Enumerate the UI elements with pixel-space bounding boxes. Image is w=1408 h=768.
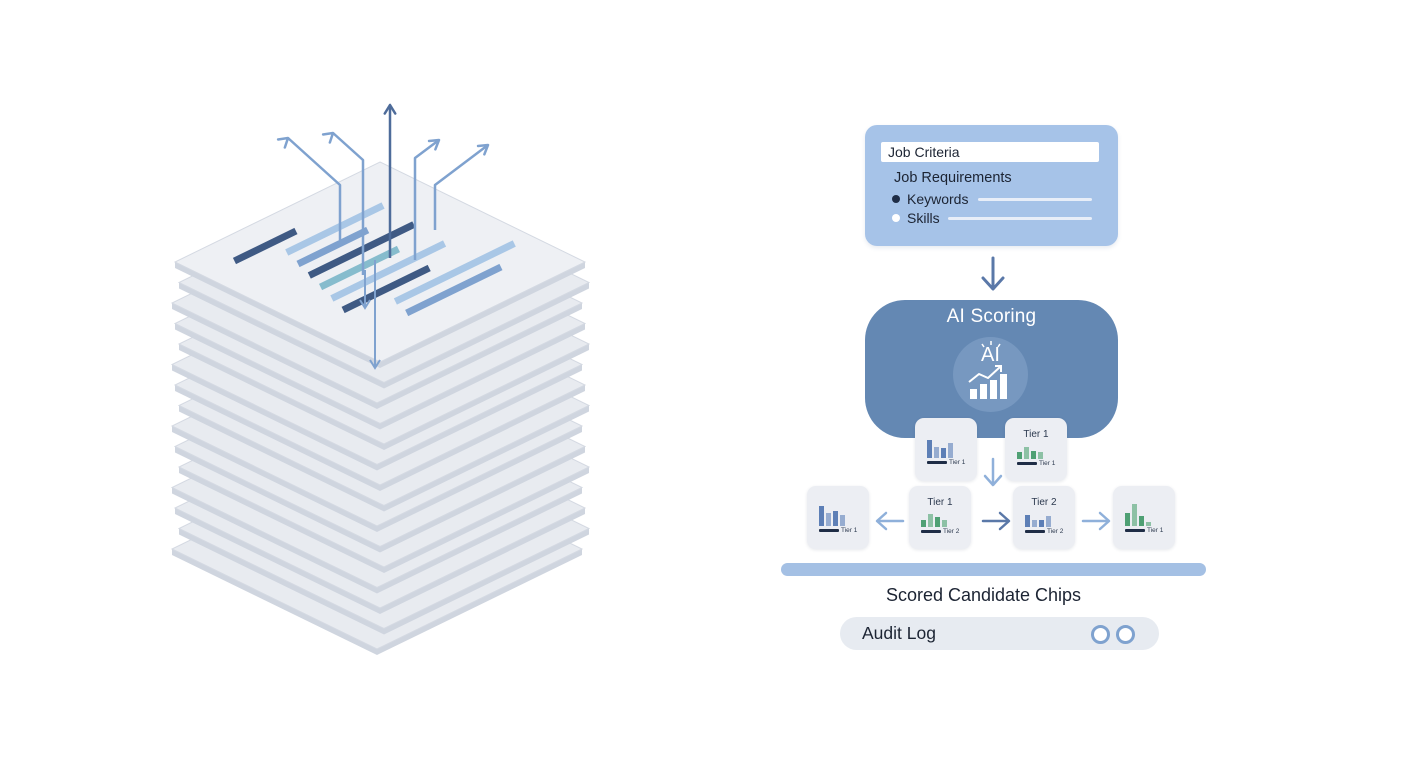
chip-tier-label: Tier 1 <box>1023 429 1049 440</box>
chip-bars <box>921 512 961 527</box>
chip-underline <box>921 530 941 533</box>
toggle-ring-icon[interactable] <box>1116 625 1135 644</box>
chip-bar <box>1031 450 1036 459</box>
arrow-down-icon <box>983 457 1003 487</box>
chip-bar <box>921 519 926 527</box>
resume-text-line <box>341 264 431 314</box>
arrow-head-icon <box>276 136 290 149</box>
chip-bar <box>941 448 946 458</box>
chips-tray <box>781 563 1206 576</box>
audit-log-label: Audit Log <box>862 623 936 643</box>
chip-bar <box>819 506 824 526</box>
resume-text-line <box>285 202 385 256</box>
chip-bar <box>1125 512 1130 526</box>
chip-mini-tier: Tier 2 <box>1047 528 1064 535</box>
chip-bar <box>1132 504 1137 526</box>
resume-sheet <box>173 161 587 363</box>
arrow-head-icon <box>369 359 381 370</box>
arrow-head-icon <box>427 138 441 151</box>
resume-text-line <box>319 245 400 291</box>
chip-bar <box>928 513 933 527</box>
chip-bar <box>927 440 932 458</box>
chip-bar <box>1046 515 1051 527</box>
candidate-chip[interactable]: Tier 1 <box>915 418 977 481</box>
criteria-line <box>978 198 1092 201</box>
upward-arrow <box>413 139 440 260</box>
resume-text-line <box>393 240 516 305</box>
ai-scoring-title: AI Scoring <box>946 306 1037 327</box>
criteria-line <box>948 217 1092 220</box>
chip-bars <box>1025 512 1065 527</box>
chip-bars <box>1017 444 1057 459</box>
arrow-left-icon <box>875 511 905 531</box>
chip-underline <box>1025 530 1045 533</box>
chip-bar <box>840 515 845 526</box>
candidate-chip[interactable]: Tier 1 <box>807 486 869 549</box>
upward-arrow <box>332 132 365 275</box>
chip-bars <box>1125 504 1165 526</box>
chip-bar <box>1039 519 1044 527</box>
chip-mini-tier: Tier 2 <box>943 528 960 535</box>
ai-badge-label: AI <box>981 344 1000 366</box>
arrow-head-icon <box>383 103 397 115</box>
chip-mini-tier: Tier 1 <box>1147 527 1164 534</box>
job-criteria-title: Job Criteria <box>881 142 1099 162</box>
criteria-item-keywords: Keywords <box>892 190 968 208</box>
resume-text-line <box>296 226 370 268</box>
chip-tier-label: Tier 1 <box>927 497 953 508</box>
upward-arrow <box>433 144 489 230</box>
criteria-item-label: Keywords <box>907 191 969 207</box>
candidate-chip[interactable]: Tier 1 <box>1113 486 1175 549</box>
chip-bar <box>1024 447 1029 459</box>
arrow-right-icon <box>981 511 1011 531</box>
chip-bar <box>1025 515 1030 527</box>
chip-bar <box>948 442 953 458</box>
chip-bar <box>1139 516 1144 526</box>
chip-bar <box>1146 521 1151 526</box>
chip-bar <box>1038 452 1043 459</box>
job-requirements-label: Job Requirements <box>894 170 1012 186</box>
arrow-head-icon <box>359 299 371 310</box>
chip-underline <box>1125 529 1145 532</box>
resume-text-line <box>405 263 503 317</box>
chip-bar <box>934 447 939 458</box>
candidate-chip[interactable]: Tier 1 Tier 2 <box>909 486 971 549</box>
chip-bar <box>1017 451 1022 459</box>
chip-underline <box>819 529 839 532</box>
candidate-chip[interactable]: Tier 1 Tier 1 <box>1005 418 1067 481</box>
chip-mini-tier: Tier 1 <box>1039 460 1056 467</box>
arrow-head-icon <box>476 143 490 156</box>
candidate-chip[interactable]: Tier 2 Tier 2 <box>1013 486 1075 549</box>
chip-bars <box>819 504 859 526</box>
resume-text-line <box>330 240 447 302</box>
resume-stack <box>170 103 591 655</box>
ai-chart-icon <box>968 341 1007 399</box>
bullet-filled-icon <box>892 195 900 203</box>
chip-mini-tier: Tier 1 <box>841 527 858 534</box>
bullet-empty-icon <box>892 214 900 222</box>
chip-underline <box>927 461 947 464</box>
chip-bar <box>942 519 947 527</box>
upward-arrow <box>287 137 342 240</box>
chip-tier-label: Tier 2 <box>1031 497 1057 508</box>
criteria-item-skills: Skills <box>892 209 940 227</box>
chip-bars <box>927 436 967 458</box>
chip-mini-tier: Tier 1 <box>949 459 966 466</box>
toggle-ring-icon[interactable] <box>1091 625 1110 644</box>
chip-bar <box>826 512 831 526</box>
arrow-down-icon <box>981 256 1005 291</box>
arrow-right-icon <box>1081 511 1111 531</box>
criteria-item-label: Skills <box>907 210 940 226</box>
chip-bar <box>1032 520 1037 527</box>
chip-underline <box>1017 462 1037 465</box>
chip-bar <box>833 510 838 526</box>
scored-candidate-chips-label: Scored Candidate Chips <box>885 585 1082 605</box>
resume-text-line <box>232 227 298 265</box>
arrow-head-icon <box>321 131 335 144</box>
resume-text-line <box>307 221 416 279</box>
chip-bar <box>935 516 940 527</box>
